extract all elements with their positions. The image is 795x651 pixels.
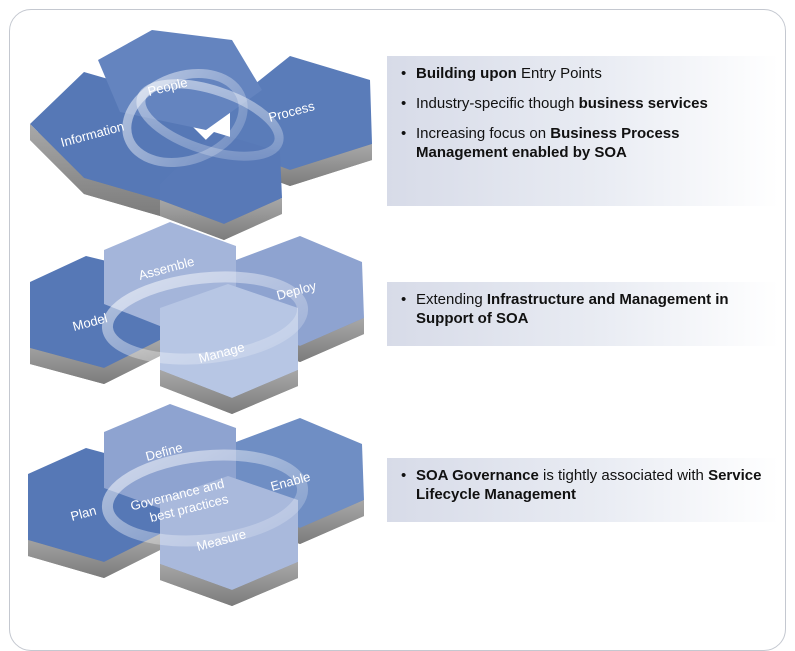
bullet-item: Extending Infrastructure and Management … [399, 290, 769, 328]
panel-1: Building upon Entry PointsIndustry-speci… [387, 56, 779, 206]
bullet-item: Increasing focus on Business Process Man… [399, 124, 769, 162]
bullet-text-run: business services [578, 95, 708, 112]
bullet-text-run: Industry-specific though [416, 95, 579, 112]
hex-label-plan: Plan [69, 503, 98, 524]
panel-2: Extending Infrastructure and Management … [387, 282, 779, 346]
bullet-text-run: Building upon [416, 65, 517, 82]
bullet-list-3: SOA Governance is tightly associated wit… [399, 466, 769, 504]
bullet-item: Industry-specific though business servic… [399, 94, 769, 113]
bullet-item: SOA Governance is tightly associated wit… [399, 466, 769, 504]
bullet-text-run: Extending [416, 291, 487, 308]
bullet-text-run: Service Lifecycle Management [416, 467, 762, 503]
bullet-list-2: Extending Infrastructure and Management … [399, 290, 769, 328]
group3-diagram: Plan Define Enable Measure Governance an… [28, 404, 364, 606]
bullet-item: Building upon Entry Points [399, 64, 769, 83]
bullet-text-run: Entry Points [516, 65, 602, 82]
bullet-text-run: Business Process Management enabled by S… [416, 125, 680, 161]
hex-process [230, 56, 372, 170]
hexagon-graphics: Information People Process Model Assembl… [28, 30, 372, 606]
group2-diagram: Model Assemble Deploy Manage [30, 222, 364, 414]
bullet-list-1: Building upon Entry PointsIndustry-speci… [399, 64, 769, 162]
bullet-text-run: Infrastructure and Management in Support… [416, 291, 729, 327]
bullet-text-run: is tightly associated with [538, 467, 709, 484]
panel-3: SOA Governance is tightly associated wit… [387, 458, 779, 522]
bullet-text-run: SOA Governance [416, 467, 539, 484]
hex-manage [160, 284, 298, 398]
bullet-text-run: Increasing focus on [416, 125, 551, 142]
group1-diagram: Information People Process [30, 30, 372, 240]
